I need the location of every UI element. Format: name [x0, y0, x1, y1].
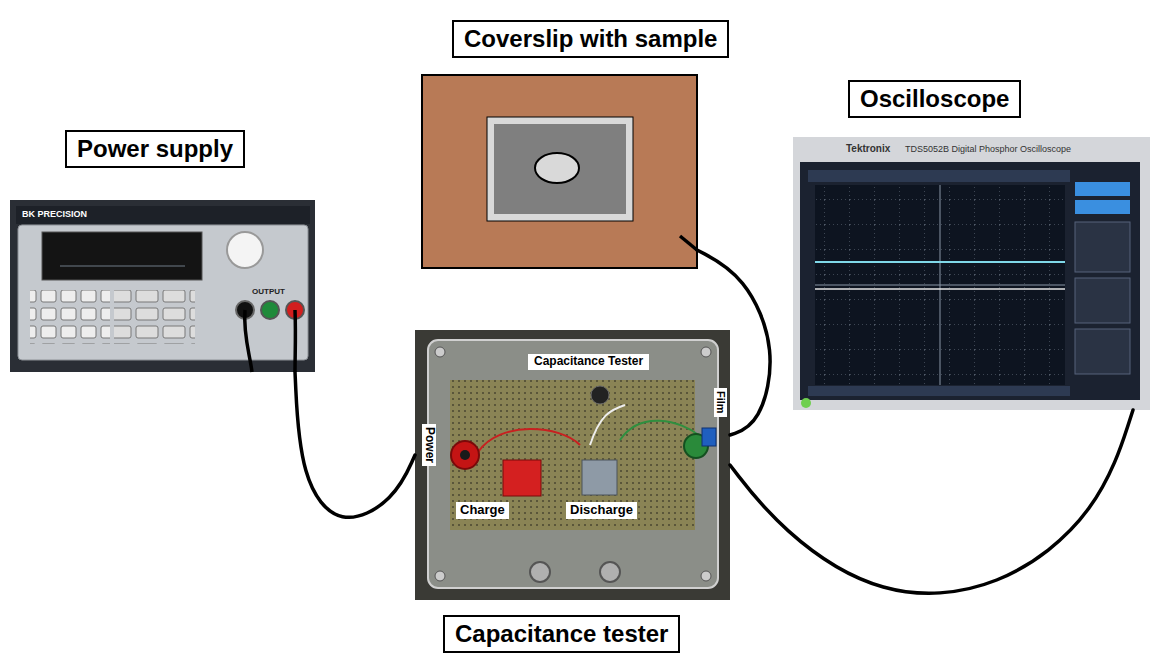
photo-ground — [10, 200, 315, 372]
device-heading: Power supply — [65, 130, 245, 168]
device-heading: Capacitance tester — [443, 615, 680, 653]
knob — [227, 232, 263, 268]
discharge-button — [582, 460, 617, 495]
power-button — [801, 398, 811, 408]
terminal-block — [702, 428, 716, 446]
power-supply-photo — [10, 200, 315, 372]
wire — [590, 405, 625, 445]
center-line — [940, 185, 941, 385]
device-marking: Charge — [456, 502, 509, 519]
charge-button — [503, 460, 541, 496]
terminal-hole — [460, 450, 470, 460]
cable — [295, 372, 415, 517]
menu-bar — [808, 170, 1070, 182]
readout — [1075, 278, 1130, 323]
sample-frame — [487, 117, 633, 221]
readout — [1075, 222, 1130, 272]
screen — [815, 185, 1065, 385]
device-marking: Capacitance Tester — [528, 354, 649, 370]
menu-button — [1075, 182, 1130, 196]
device-panel: Power supply — [10, 200, 315, 372]
trace — [815, 261, 1065, 263]
device-marking: Film — [714, 388, 727, 417]
bnc-connector — [530, 562, 550, 582]
green-terminal — [261, 301, 279, 319]
keypad — [30, 290, 110, 344]
cable-stub — [680, 236, 697, 250]
readout — [1075, 329, 1130, 374]
screen-frame — [800, 162, 1140, 400]
trace — [815, 288, 1065, 290]
device-marking: BK PRECISION — [22, 209, 87, 219]
clear-box — [428, 340, 718, 588]
circuit-board — [450, 380, 695, 530]
coverslip-drawing — [422, 75, 697, 268]
wire — [478, 429, 580, 452]
task-bar — [808, 386, 1070, 396]
cable — [697, 250, 770, 435]
capacitance-tester-photo — [415, 330, 730, 600]
display-bar — [60, 266, 185, 267]
brand-strip — [16, 206, 310, 224]
oscilloscope-photo — [793, 137, 1150, 410]
display — [42, 232, 202, 280]
device-marking: Tektronix — [846, 143, 890, 155]
bnc-connector — [600, 562, 620, 582]
device-marking: OUTPUT — [252, 287, 285, 296]
device-heading: Oscilloscope — [848, 80, 1021, 118]
screw — [435, 347, 445, 357]
capacitor — [591, 386, 609, 404]
device-marking: Discharge — [566, 502, 637, 519]
graticule — [815, 185, 1065, 385]
power-terminal — [451, 441, 479, 469]
device-marking: Power — [422, 424, 436, 466]
cable-stub — [245, 310, 252, 372]
cable-stub — [293, 310, 297, 372]
screw — [701, 571, 711, 581]
device-panel: Oscilloscope — [793, 137, 1150, 410]
photo-ground — [415, 330, 730, 600]
front-panel — [18, 225, 308, 360]
device-marking: TDS5052B Digital Phosphor Oscilloscope — [905, 144, 1071, 154]
device-heading: Coverslip with sample — [452, 20, 729, 58]
device-panel: Coverslip with sample — [422, 75, 697, 268]
bezel — [793, 137, 1150, 410]
sample-film — [494, 124, 626, 214]
menu-button — [1075, 200, 1130, 214]
screw — [435, 571, 445, 581]
cable — [730, 410, 1133, 593]
screw — [701, 347, 711, 357]
coverslip — [422, 75, 697, 268]
device-panel: Capacitance tester — [415, 330, 730, 600]
function-keys — [114, 290, 195, 344]
sample — [535, 153, 579, 183]
